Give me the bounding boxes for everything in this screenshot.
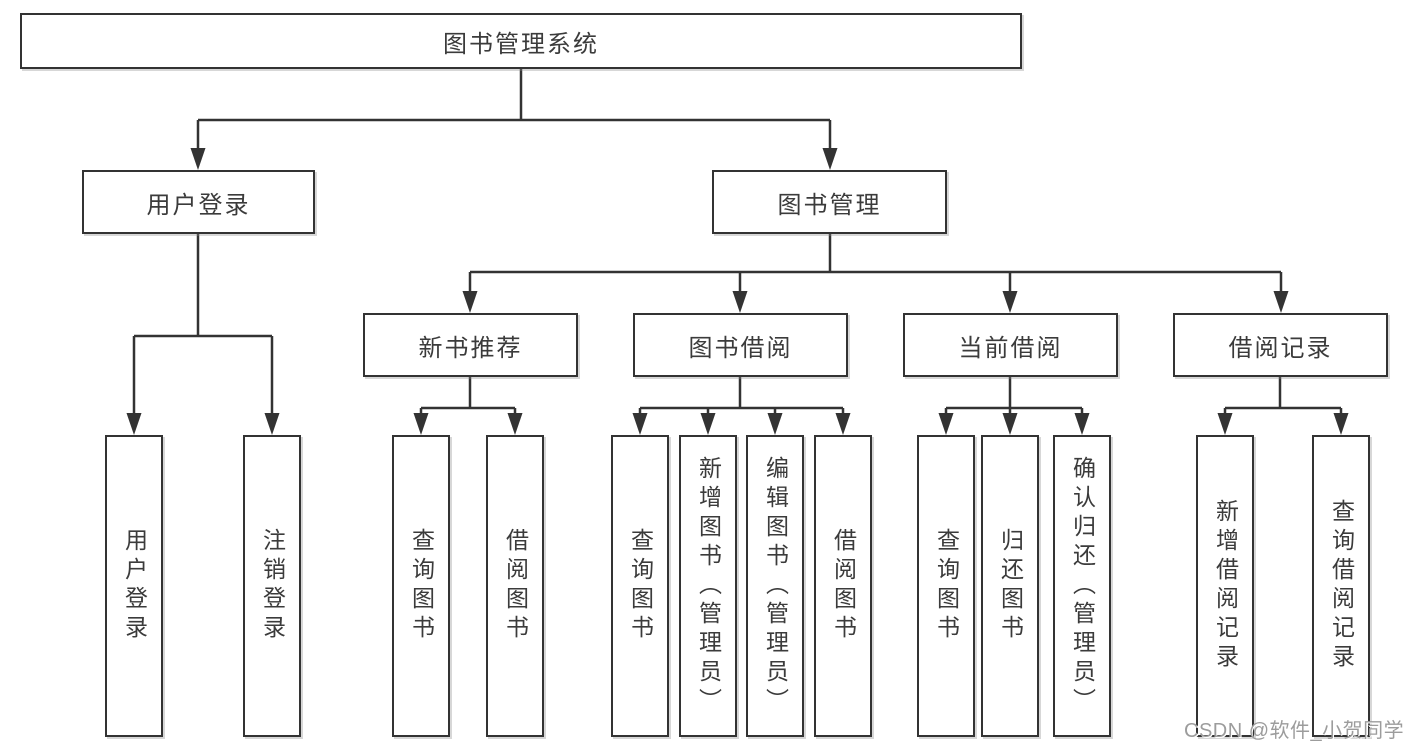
node-root-system: 图书管理系统 <box>20 13 1022 69</box>
node-current-borrowing: 当前借阅 <box>903 313 1118 377</box>
leaf-add-borrow-record: 新增借阅记录 <box>1196 435 1254 737</box>
node-borrowing-records-label: 借阅记录 <box>1228 334 1333 362</box>
leaf-logout: 注销登录 <box>243 435 301 737</box>
node-new-book-recommend: 新书推荐 <box>363 313 578 377</box>
node-book-management-label: 图书管理 <box>777 191 882 219</box>
node-book-management: 图书管理 <box>712 170 947 234</box>
leaf-confirm-return-admin: 确认归还（管理员） <box>1053 435 1111 737</box>
node-book-borrowing: 图书借阅 <box>633 313 848 377</box>
leaf-confirm-return-admin-label: 确认归还（管理员） <box>1069 455 1096 717</box>
leaf-add-book-admin: 新增图书（管理员） <box>679 435 737 737</box>
leaf-return-book-label: 归还图书 <box>997 528 1024 644</box>
node-book-borrowing-label: 图书借阅 <box>688 334 793 362</box>
leaf-query-borrow-record-label: 查询借阅记录 <box>1328 499 1355 673</box>
leaf-query-books-borrowing-label: 查询图书 <box>627 528 654 644</box>
leaf-query-books-borrowing: 查询图书 <box>611 435 669 737</box>
csdn-watermark: CSDN @软件_小贺同学 <box>1184 720 1405 742</box>
node-user-login-label: 用户登录 <box>146 191 251 219</box>
leaf-query-borrow-record: 查询借阅记录 <box>1312 435 1370 737</box>
leaf-add-book-admin-label: 新增图书（管理员） <box>695 455 722 717</box>
leaf-borrow-books-borrowing-label: 借阅图书 <box>830 528 857 644</box>
leaf-return-book: 归还图书 <box>981 435 1039 737</box>
arrowheads <box>126 148 1349 435</box>
leaf-query-books-recommend: 查询图书 <box>392 435 450 737</box>
leaf-logout-label: 注销登录 <box>259 528 286 644</box>
leaf-user-login: 用户登录 <box>105 435 163 737</box>
node-borrowing-records: 借阅记录 <box>1173 313 1388 377</box>
leaf-user-login-label: 用户登录 <box>121 528 148 644</box>
node-new-book-recommend-label: 新书推荐 <box>418 334 523 362</box>
leaf-edit-book-admin: 编辑图书（管理员） <box>746 435 804 737</box>
leaf-borrow-books-recommend: 借阅图书 <box>486 435 544 737</box>
leaf-query-books-current-label: 查询图书 <box>933 528 960 644</box>
node-user-login: 用户登录 <box>82 170 315 234</box>
leaf-edit-book-admin-label: 编辑图书（管理员） <box>762 455 789 717</box>
leaf-query-books-current: 查询图书 <box>917 435 975 737</box>
leaf-borrow-books-recommend-label: 借阅图书 <box>502 528 529 644</box>
leaf-query-books-recommend-label: 查询图书 <box>408 528 435 644</box>
node-current-borrowing-label: 当前借阅 <box>958 334 1063 362</box>
node-root-label: 图书管理系统 <box>443 30 599 58</box>
leaf-borrow-books-borrowing: 借阅图书 <box>814 435 872 737</box>
leaf-add-borrow-record-label: 新增借阅记录 <box>1212 499 1239 673</box>
